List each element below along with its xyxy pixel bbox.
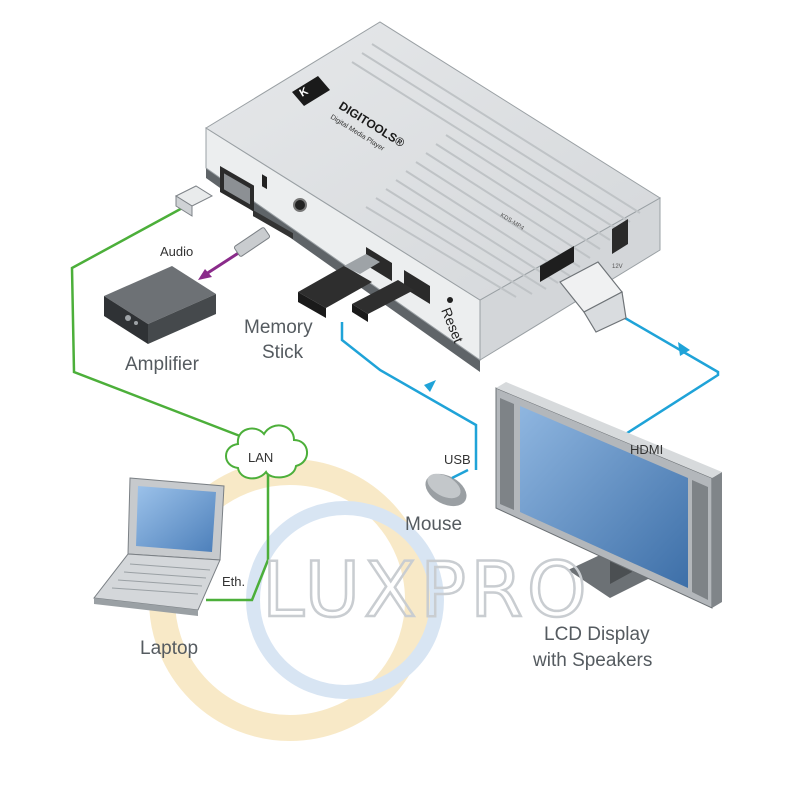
ethernet-port: [220, 166, 254, 212]
device-vent-ribs: [351, 43, 641, 298]
hdmi-arrow: [678, 342, 690, 356]
lcd-label-line2: with Speakers: [532, 650, 652, 671]
usb-arrow: [424, 380, 436, 392]
memory-stick-label-line2: Stick: [262, 342, 304, 363]
memory-stick: [298, 254, 380, 318]
hdmi-label: HDMI: [630, 442, 663, 457]
amplifier-image: [104, 266, 216, 344]
mouse-image: [425, 468, 469, 507]
kramer-logo: K: [292, 76, 330, 106]
usb-cable: [340, 322, 478, 470]
ethernet-plug: [174, 185, 214, 217]
laptop-image: [93, 477, 225, 616]
audio-jack: [293, 198, 307, 212]
media-player-device: K DIGITOOLS® Digital Media Player KDS-MP…: [205, 21, 661, 372]
laptop-screen: [136, 486, 216, 552]
lan-label: LAN: [248, 450, 273, 465]
usb-plug: [352, 280, 414, 322]
eth-label: Eth.: [222, 574, 245, 589]
mouse-label: Mouse: [405, 514, 462, 535]
memory-stick-label-line1: Memory: [244, 317, 313, 338]
lcd-label-line1: LCD Display: [544, 624, 650, 645]
power-port: [612, 219, 628, 254]
usb-label: USB: [444, 452, 471, 467]
audio-cable: [198, 227, 271, 280]
hdmi-plug: [559, 261, 627, 333]
reset-button: [447, 297, 453, 303]
lcd-display-image: [495, 382, 722, 609]
audio-label: Audio: [160, 244, 193, 259]
sd-card-slot: [253, 210, 293, 240]
usb-ports: [366, 247, 430, 304]
lcd-screen: [520, 406, 688, 588]
watermark-text: LUXPRO: [262, 545, 591, 634]
amplifier-label: Amplifier: [125, 354, 200, 375]
hdmi-cable: [609, 316, 720, 446]
power-label: 12V: [612, 264, 623, 270]
hdmi-port: [540, 246, 574, 282]
lan-cloud: [225, 424, 308, 480]
status-led: [262, 174, 267, 190]
laptop-label: Laptop: [140, 638, 198, 659]
